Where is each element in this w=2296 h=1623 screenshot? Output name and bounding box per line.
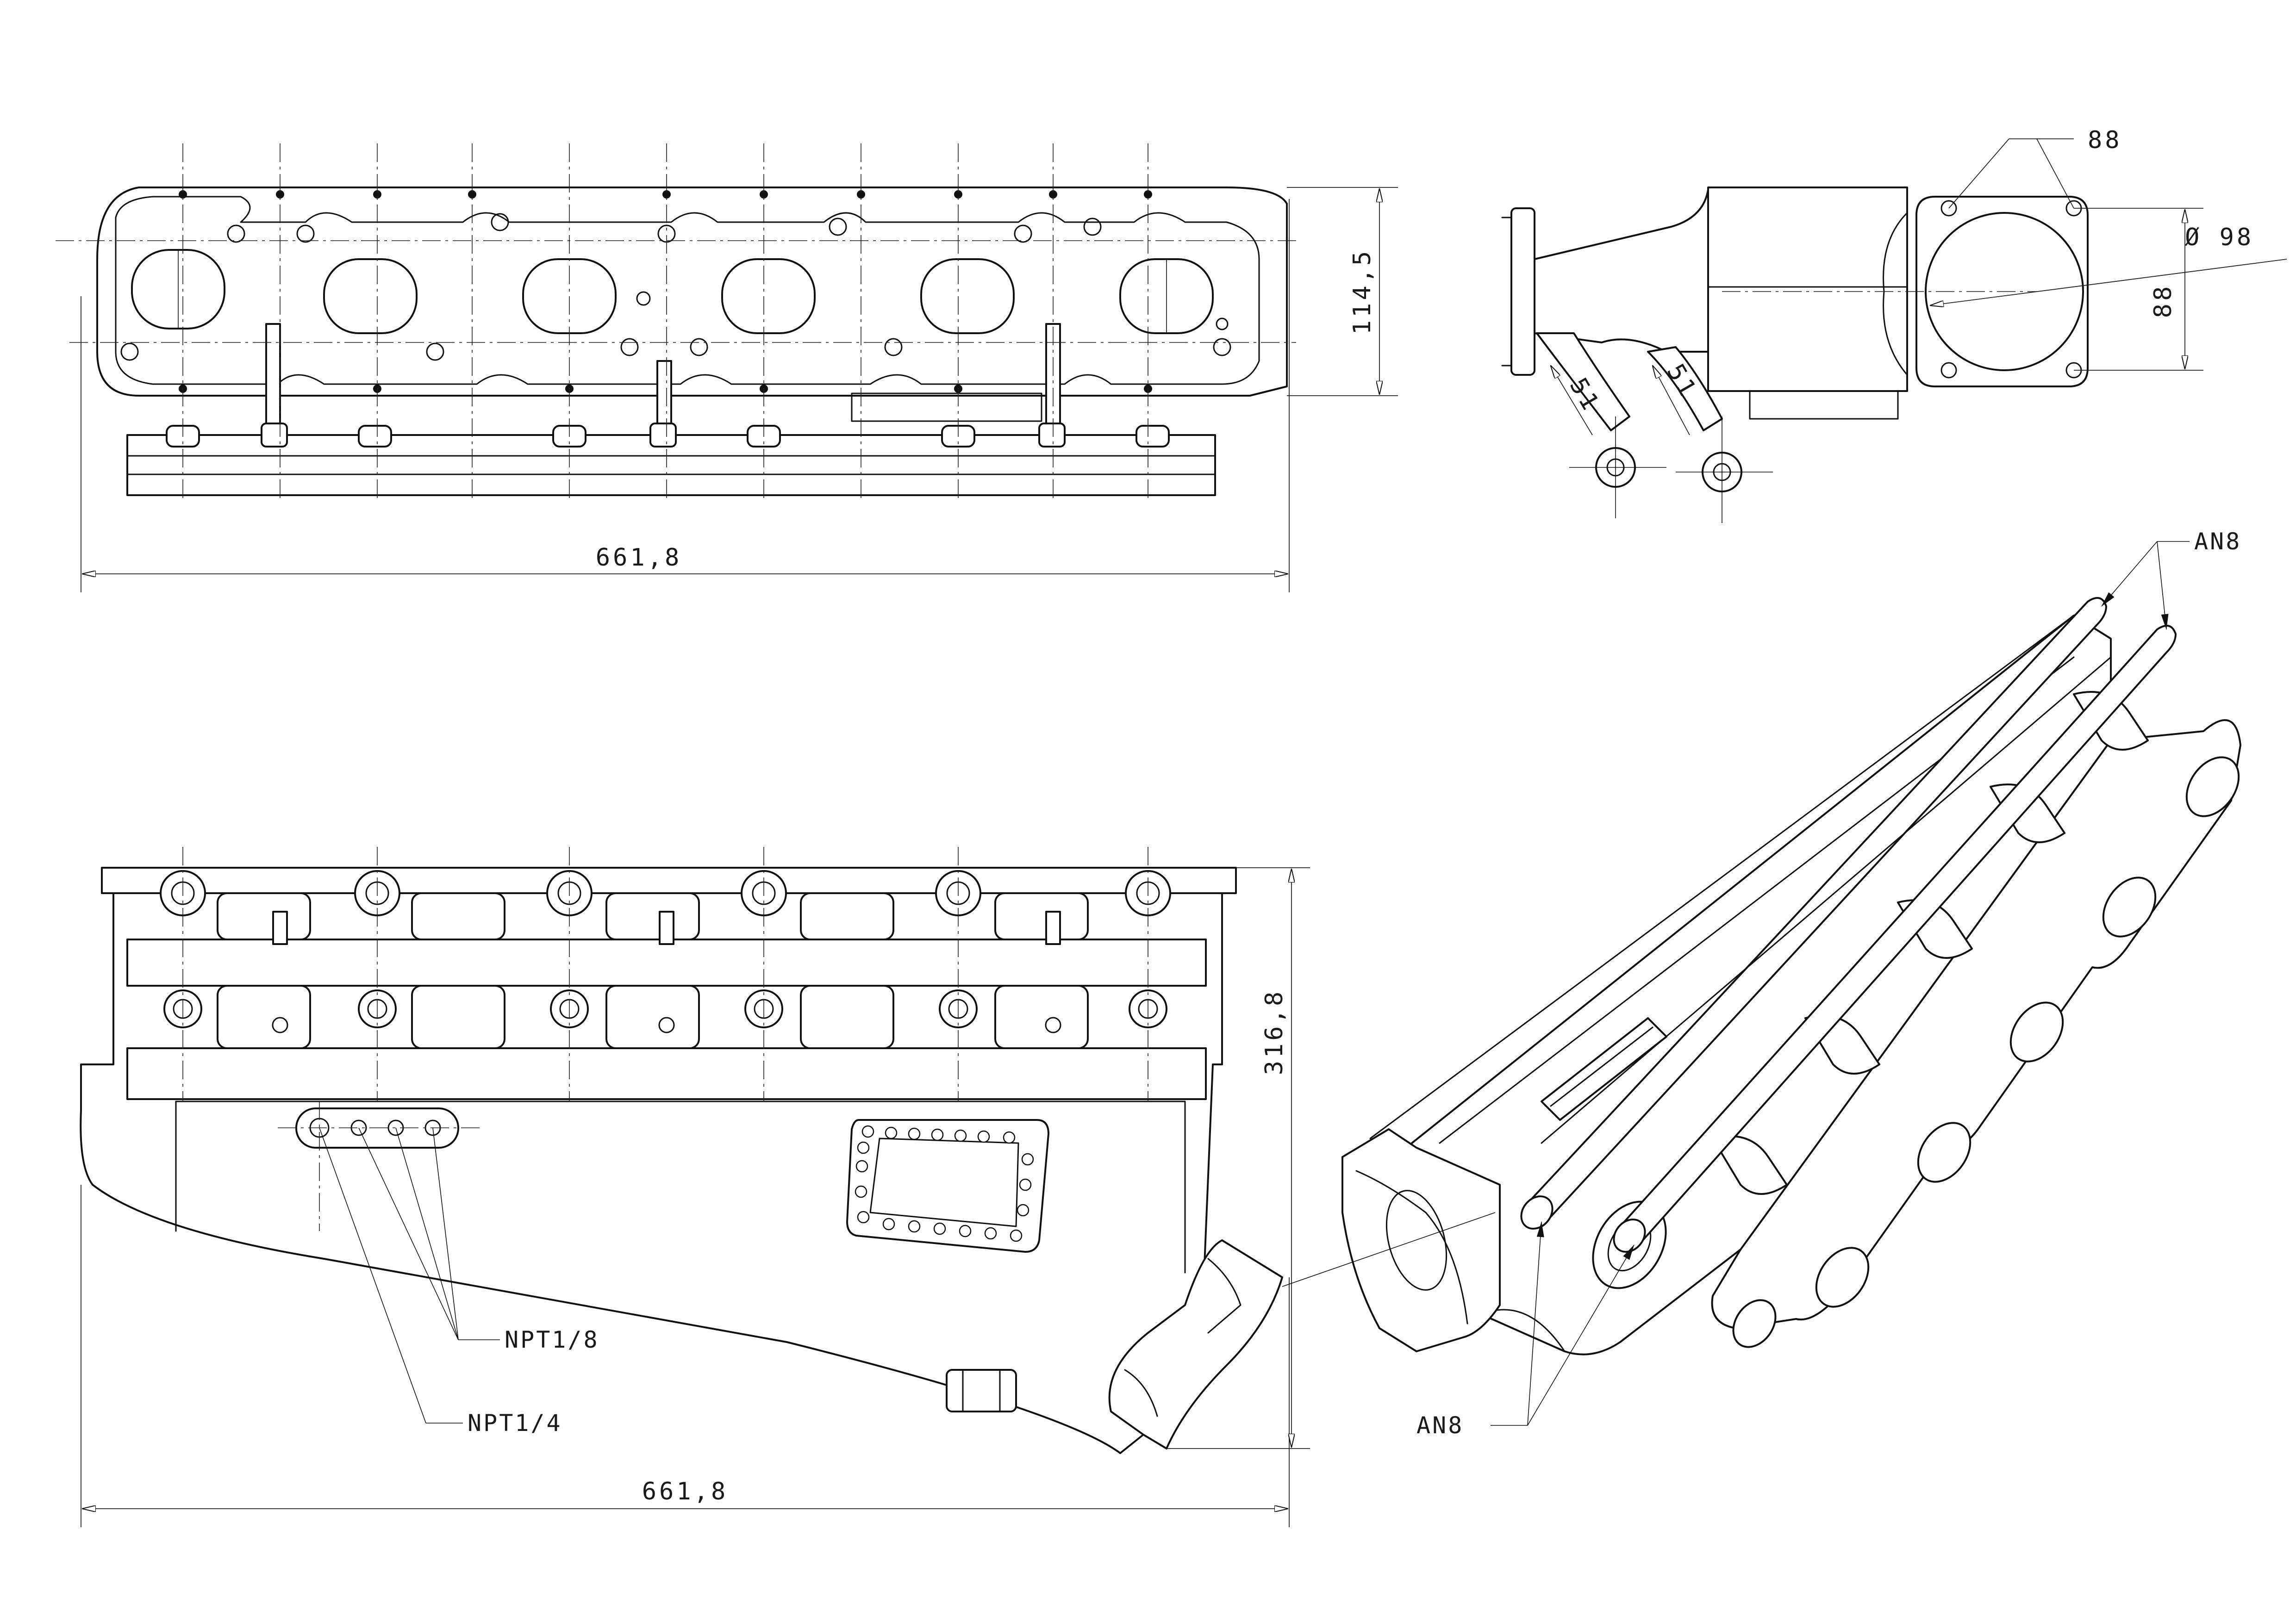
flange-bore-label: Ø 98 xyxy=(2185,224,2254,251)
end-view-neck xyxy=(1534,189,1709,353)
top-view-plenum-edge xyxy=(851,392,1042,422)
end-view-height-dim: 88 xyxy=(2074,208,2203,371)
an8-bottom-label: AN8 xyxy=(1416,1412,1464,1439)
end-view-bolt-spacing-dim: 88 xyxy=(1948,126,2122,209)
side-view-upper-rail xyxy=(126,939,1207,987)
iso-throttle-end xyxy=(1341,1128,1501,1352)
side-view-centre-lines xyxy=(182,847,1148,1231)
side-view-lower-rail xyxy=(126,1047,1207,1100)
end-view-angled-fittings xyxy=(1536,332,1773,523)
top-view-height-dimension: 114,5 xyxy=(1287,187,1398,396)
top-view-port-plate xyxy=(115,196,1260,385)
end-view-bore-dim: Ø 98 xyxy=(1930,224,2287,305)
top-view-stud-dots xyxy=(179,190,1152,393)
an8-top-label: AN8 xyxy=(2194,528,2241,555)
side-view: 661,8 316,8 NPT1/8 NPT1/4 xyxy=(80,847,1310,1527)
end-view-left-flange xyxy=(1510,207,1535,376)
top-view-centre-lines xyxy=(56,143,1296,500)
side-view-bolted-cover xyxy=(846,1119,1049,1253)
top-view-fuel-rail xyxy=(126,423,1216,496)
view-leader xyxy=(1282,1212,1496,1287)
side-view-throttle-inlet xyxy=(946,1239,1283,1449)
port-5 xyxy=(920,258,1015,334)
top-view-flange-outline xyxy=(96,187,1288,397)
isometric-view: AN8 AN8 xyxy=(1282,528,2241,1439)
end-view-block xyxy=(1707,187,1908,392)
top-width-label: 661,8 xyxy=(596,544,682,572)
flange-bolt-label: 88 xyxy=(2088,126,2122,154)
npt-1-4-label: NPT1/4 xyxy=(468,1410,562,1436)
npt-1-8-label: NPT1/8 xyxy=(505,1326,599,1353)
side-view-runner-blocks xyxy=(217,892,1089,1049)
side-height-label: 316,8 xyxy=(1260,989,1288,1076)
side-view-body xyxy=(80,892,1223,1454)
flange-height-label: 88 xyxy=(2149,284,2177,318)
end-view-lower-lip xyxy=(1749,390,1899,420)
side-view-height-dimension: 316,8 xyxy=(1167,867,1310,1449)
port-2 xyxy=(323,258,418,334)
side-view-width-dimension: 661,8 xyxy=(81,1185,1290,1527)
iso-fuel-rails xyxy=(1369,597,2177,1253)
iso-head-ports xyxy=(1732,756,2240,1348)
side-view-top-flange xyxy=(101,867,1237,894)
npt-callouts: NPT1/8 NPT1/4 xyxy=(319,1127,599,1436)
top-height-label: 114,5 xyxy=(1348,249,1376,335)
side-width-label: 661,8 xyxy=(642,1478,729,1505)
top-view: 661,8 114,5 xyxy=(56,143,1398,592)
end-view: 51 51 88 88 Ø 98 xyxy=(1501,126,2287,523)
port-4 xyxy=(721,258,816,334)
an8-callouts: AN8 AN8 xyxy=(1416,528,2241,1439)
iso-plenum-cover xyxy=(1541,1017,1667,1121)
